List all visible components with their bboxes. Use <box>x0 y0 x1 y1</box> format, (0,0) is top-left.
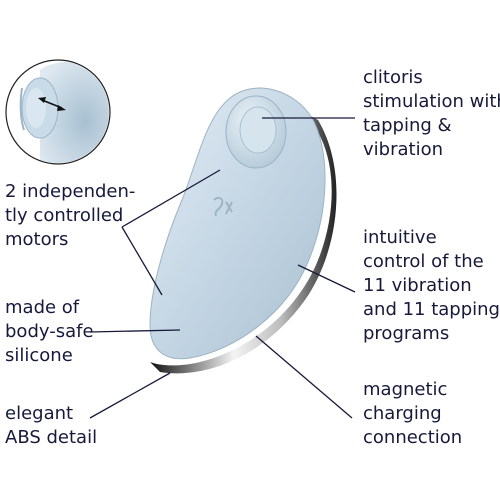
leader-lines <box>89 117 356 419</box>
leader-charging <box>255 335 353 419</box>
callout-line: clitoris <box>363 67 423 88</box>
leader-motors-top <box>121 169 221 228</box>
callout-stimulation: clitoris stimulation with tapping & vibr… <box>363 66 500 162</box>
callout-abs: elegant ABS detail <box>5 402 97 450</box>
callout-line: charging <box>363 403 442 424</box>
satisfyer-logo-icon <box>213 196 233 217</box>
callout-line: magnetic <box>363 379 448 400</box>
callout-line: 2 independen- <box>5 181 136 202</box>
callout-line: motors <box>5 229 69 250</box>
callout-line: vibration <box>363 139 443 160</box>
device-body <box>149 87 337 374</box>
callout-line: body-safe <box>5 321 94 342</box>
callout-line: tapping & <box>363 115 452 136</box>
callout-line: silicone <box>5 345 73 366</box>
leader-abs <box>89 372 171 419</box>
callout-charging: magnetic charging connection <box>363 378 462 450</box>
callout-line: elegant <box>5 403 74 424</box>
callout-line: ABS detail <box>5 427 98 448</box>
abs-trim <box>150 110 337 374</box>
callout-line: control of the <box>363 251 484 272</box>
leader-control <box>297 264 356 293</box>
callout-control: intuitive control of the 11 vibration an… <box>363 226 500 346</box>
callout-silicone: made of body-safe silicone <box>5 296 94 368</box>
callout-line: 11 vibration <box>363 275 472 296</box>
leader-silicone <box>89 329 181 333</box>
double-arrow-icon <box>38 97 66 111</box>
detail-inset <box>5 59 111 165</box>
leader-motors-bottom <box>121 226 163 296</box>
callout-line: programs <box>363 323 450 344</box>
callout-motors: 2 independen- tly controlled motors <box>5 180 135 252</box>
callout-line: and 11 tapping <box>363 299 500 320</box>
callout-line: tly controlled <box>5 205 124 226</box>
callout-line: made of <box>5 297 80 318</box>
callout-line: connection <box>363 427 463 448</box>
callout-line: stimulation with <box>363 91 500 112</box>
callout-line: intuitive <box>363 227 437 248</box>
